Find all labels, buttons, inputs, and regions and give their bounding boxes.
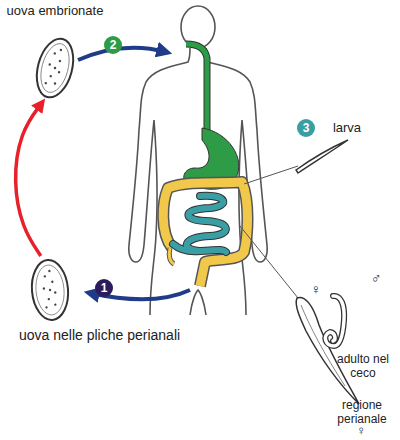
node-label: uova embrionate (0, 3, 110, 19)
location-label: regione perianale (330, 398, 394, 426)
male-worm (325, 296, 344, 346)
female-worm-drawing (296, 297, 359, 404)
ingestion-arrow (78, 48, 166, 60)
egg-granules (41, 269, 58, 308)
male-worm-outline (325, 296, 344, 346)
large-intestine (163, 182, 247, 286)
small-intestine-outline (173, 196, 226, 252)
stage-label: larva (322, 121, 372, 135)
node-label: uova nelle pliche perianali (15, 327, 230, 343)
sex-symbol: ♀ (351, 424, 371, 438)
sex-symbol: ♂ (366, 271, 386, 285)
egg-shell (29, 259, 70, 322)
legs-inner-outline (190, 290, 206, 315)
appendix-outline (169, 248, 174, 264)
embryonated-egg (31, 35, 79, 102)
egg-membrane (36, 40, 74, 95)
egg-granules (43, 47, 66, 88)
egg-node: uova nelle pliche perianali (15, 256, 230, 346)
egg-node: uova embrionate (0, 3, 110, 103)
egg-shell (31, 35, 79, 102)
sex-symbol: ♀ (306, 282, 326, 296)
callout-text: 3 (297, 119, 315, 137)
appendix (169, 248, 174, 264)
stage-label: adulto nel ceco (332, 352, 394, 380)
callout-text: 2 (104, 36, 122, 54)
egg-membrane (34, 264, 66, 316)
callout-text: 1 (95, 279, 113, 297)
callout-number: 1 (95, 279, 113, 297)
leader-line (240, 226, 298, 298)
small-intestine (173, 196, 226, 252)
human-silhouette (129, 6, 267, 315)
cycle-arrow (16, 103, 42, 256)
callout-number: 3 (297, 119, 315, 137)
perianal-egg (29, 259, 70, 322)
callout-number: 2 (104, 36, 122, 54)
esophagus-outline (186, 44, 207, 132)
esophagus (186, 44, 207, 132)
larva-drawing (296, 140, 348, 173)
leader-line (244, 166, 298, 184)
large-intestine-outline (163, 182, 247, 286)
